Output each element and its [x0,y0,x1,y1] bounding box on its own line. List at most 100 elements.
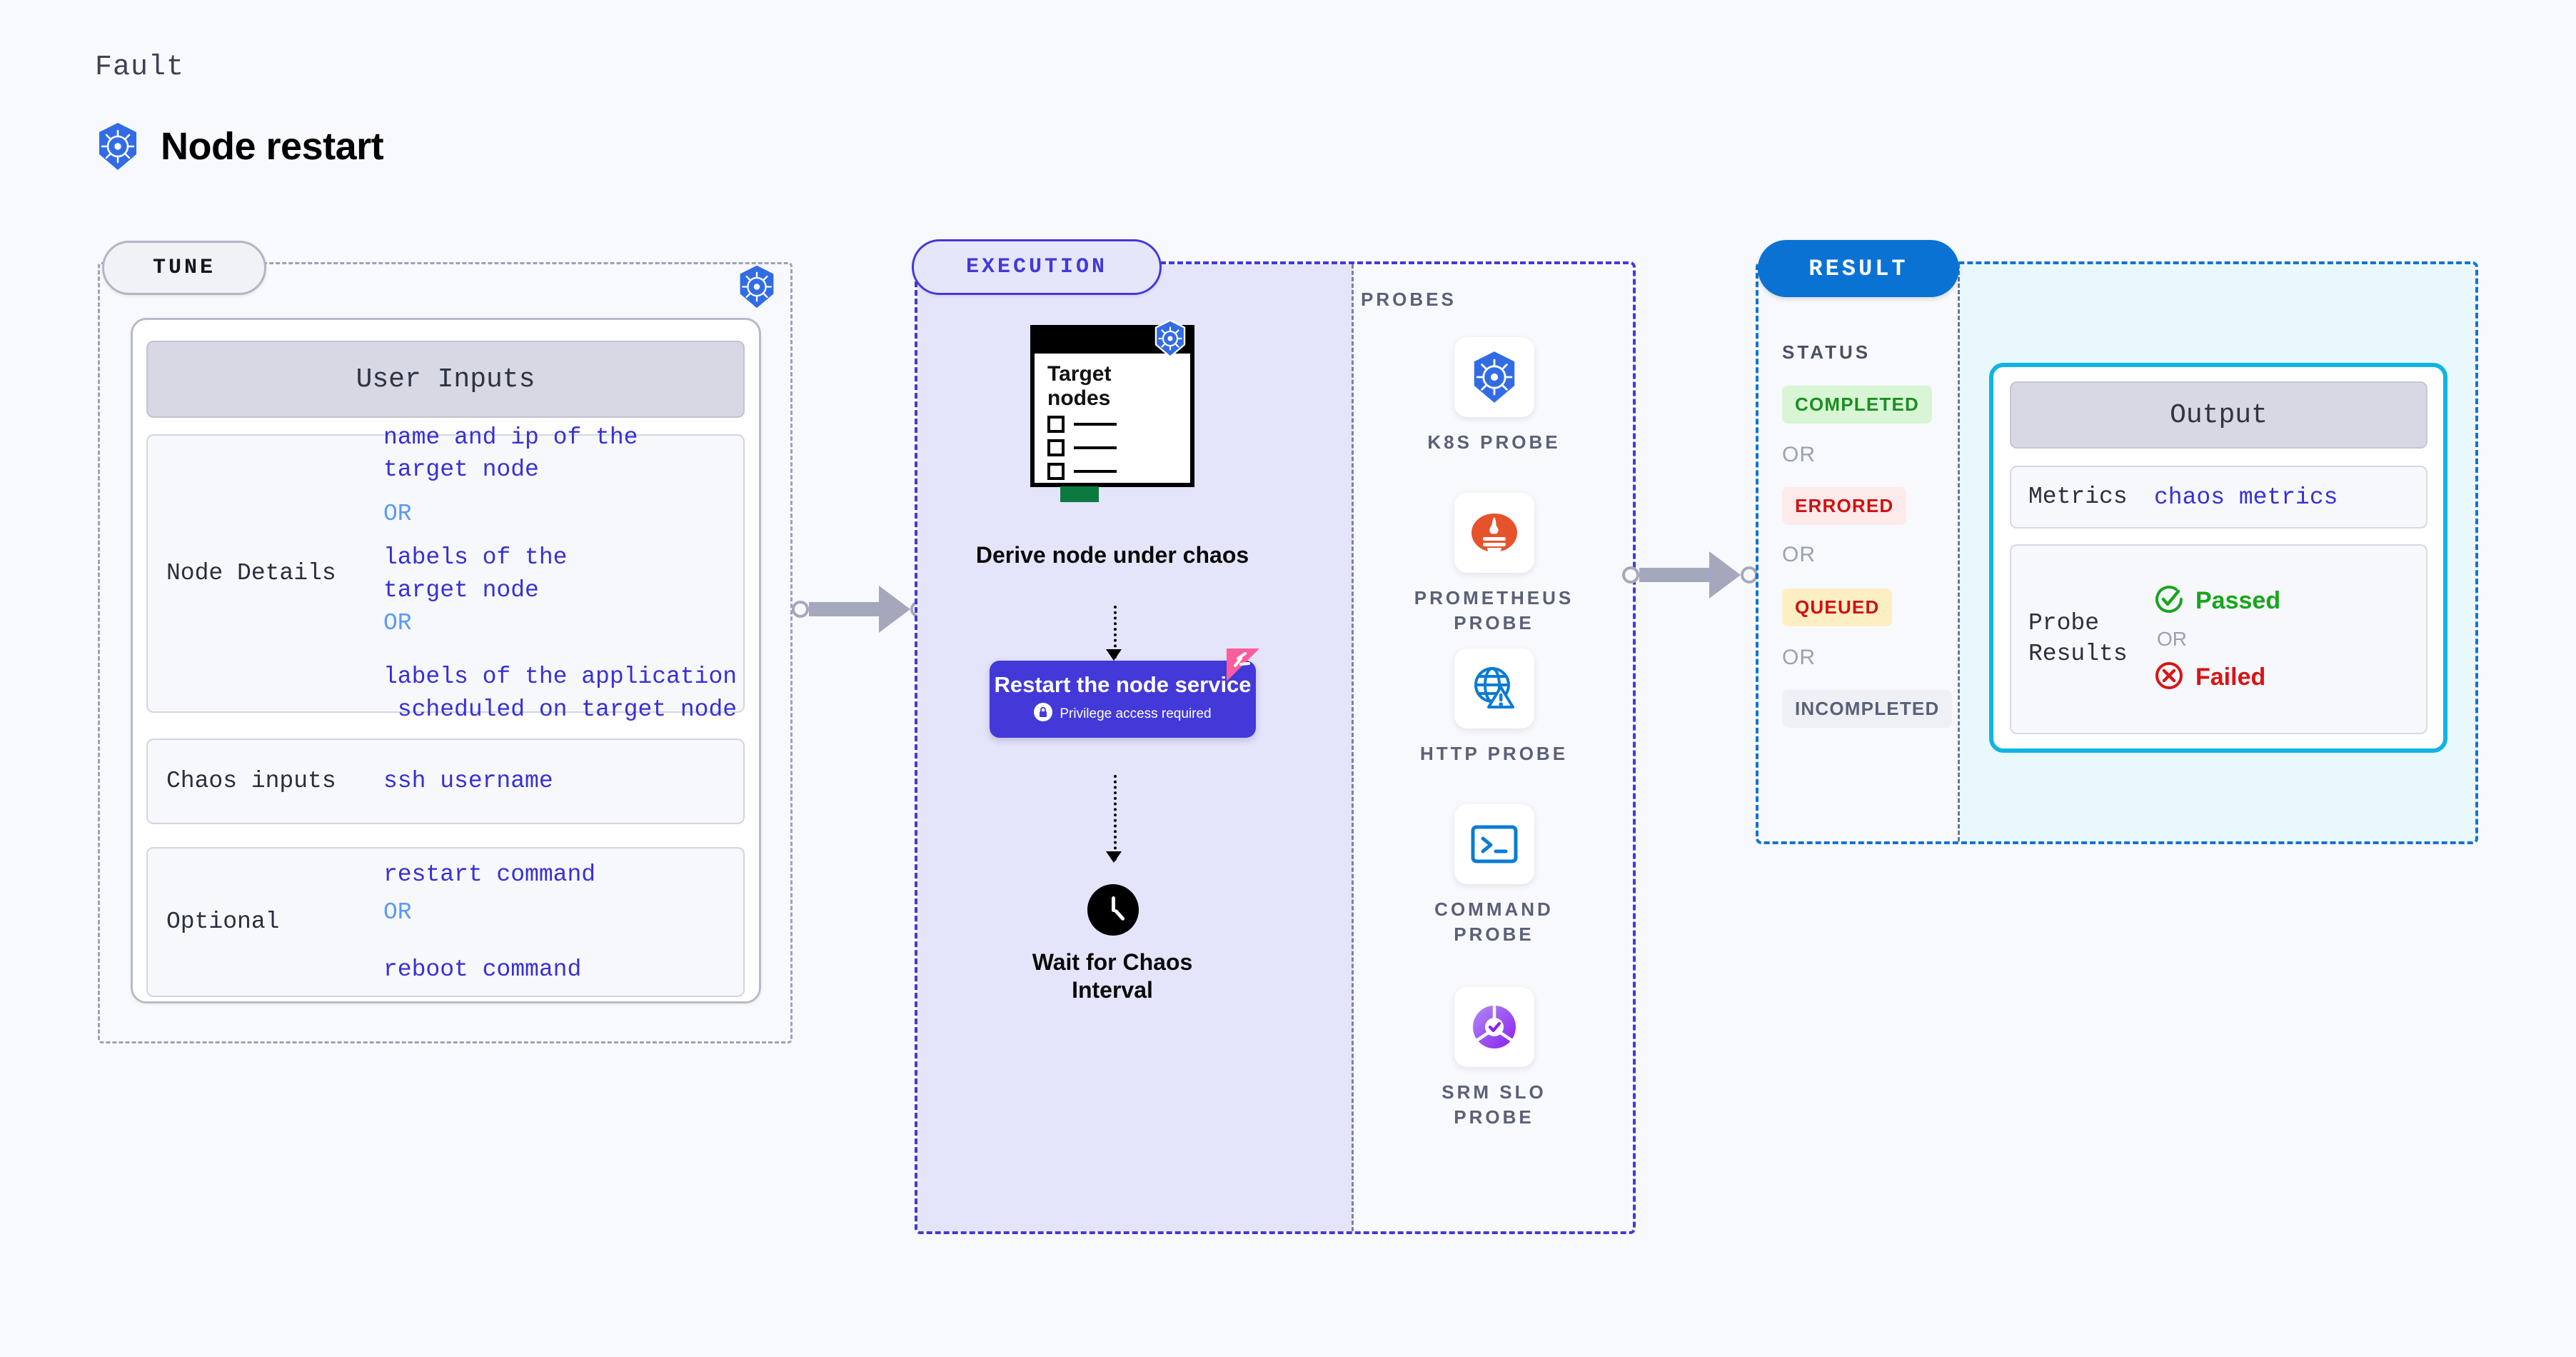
terminal-icon [1454,804,1534,884]
result-divider [1958,264,1960,841]
probes-section-title: PROBES [1361,289,1456,310]
or-separator: OR [383,500,412,527]
probe-result-passed: Passed [2154,584,2280,618]
page-title: Node restart [161,125,384,168]
connector-bar [809,602,879,616]
execution-badge: EXECUTION [912,239,1162,295]
probe-item-http[interactable]: HTTP PROBE [1399,649,1589,766]
status-badge-queued: QUEUED [1782,589,1893,626]
probe-result-failed: Failed [2154,661,2280,694]
input-row-optional: Optional restart command OR reboot comma… [146,847,745,997]
checkbox-icon [1047,416,1065,434]
privilege-note-text: Privilege access required [1060,706,1212,721]
restart-step-title: Restart the node service [994,672,1252,698]
kubernetes-icon [1152,319,1188,361]
passed-label: Passed [2195,587,2281,614]
ribbon-clock-mark-icon [1229,650,1258,682]
row-values: ssh username [383,765,553,798]
probe-results-values: Passed OR Failed [2154,584,2280,694]
probe-item-k8s[interactable]: K8S PROBE [1399,337,1589,455]
list-item [1047,439,1190,457]
connector-execution-to-result [1622,551,1758,599]
result-badge: RESULT [1758,240,1959,297]
output-row-metrics: Metrics chaos metrics [2010,466,2427,529]
globe-warning-icon [1454,649,1534,728]
or-separator: OR [1782,443,1816,466]
lock-icon [1034,702,1053,726]
connector-arrowhead [879,586,910,633]
row-label: Metrics [2028,483,2128,510]
execution-divider [1352,264,1354,1231]
prometheus-icon [1454,493,1534,573]
connector-start-dot [1622,566,1639,584]
list-item [1047,416,1190,434]
kubernetes-icon [95,121,141,171]
probe-item-srm-slo[interactable]: SRM SLO PROBE [1399,987,1589,1130]
probe-item-command[interactable]: COMMAND PROBE [1399,804,1589,947]
kubernetes-icon [1454,337,1534,417]
check-circle-icon [2154,584,2184,618]
page-title-row: Node restart [95,121,384,171]
clock-minute-hand [1113,908,1126,921]
execution-panel [915,261,1636,1234]
x-circle-icon [2154,661,2184,694]
fault-eyebrow-label: Fault [95,51,185,84]
probes-column [1354,264,1633,1231]
probe-label: HTTP PROBE [1419,743,1569,764]
line-placeholder [1074,470,1117,474]
value-text: reboot command [383,956,582,983]
result-status-column [1759,264,1958,841]
user-inputs-title: User Inputs [146,341,745,418]
clock-hour-hand [1112,896,1115,912]
connector-tune-to-execution [792,586,927,633]
status-badge-completed: COMPLETED [1782,386,1933,424]
row-label: Optional [166,908,280,935]
or-separator: OR [2157,628,2187,650]
privilege-note: Privilege access required [1034,702,1212,726]
or-separator: OR [383,609,412,636]
row-values: restart command OR reboot command [383,858,595,986]
output-title: Output [2010,381,2427,449]
status-section-title: STATUS [1782,341,1871,363]
checkbox-icon [1047,463,1065,481]
restart-node-service-step: Restart the node service Privilege acces… [990,661,1256,738]
value-text: restart command [383,861,596,888]
row-label: Chaos inputs [166,767,336,794]
tune-badge: TUNE [102,241,266,295]
green-bar-indicator [1060,486,1099,503]
step-caption-wait-chaos-interval: Wait for Chaos Interval [1032,949,1193,1003]
or-separator: OR [1782,646,1816,669]
metrics-value: chaos metrics [2154,484,2338,511]
value-text: labels of the application scheduled on t… [383,664,738,723]
failed-label: Failed [2195,664,2266,691]
status-badge-errored: ERRORED [1782,487,1907,525]
probe-label: SRM SLO PROBE [1442,1081,1546,1128]
result-panel [1756,261,2478,844]
connector-start-dot [792,601,809,618]
target-nodes-list [1035,410,1190,503]
clock-icon [1087,884,1139,936]
arrow-head [1106,851,1122,863]
row-label: Node Details [166,559,336,586]
list-item [1047,463,1190,481]
line-placeholder [1074,423,1117,426]
probe-label: PROMETHEUS PROBE [1414,587,1574,634]
status-badge-incompleted: INCOMPLETED [1782,690,1953,728]
kubernetes-icon [736,264,778,313]
arrow-head [1106,649,1122,661]
or-separator: OR [1782,543,1816,566]
or-separator: OR [383,899,412,926]
probe-item-prometheus[interactable]: PROMETHEUS PROBE [1399,493,1589,636]
line-placeholder [1074,446,1117,450]
srm-slo-icon [1454,987,1534,1067]
tune-panel [98,262,793,1043]
checkbox-icon [1047,439,1065,457]
